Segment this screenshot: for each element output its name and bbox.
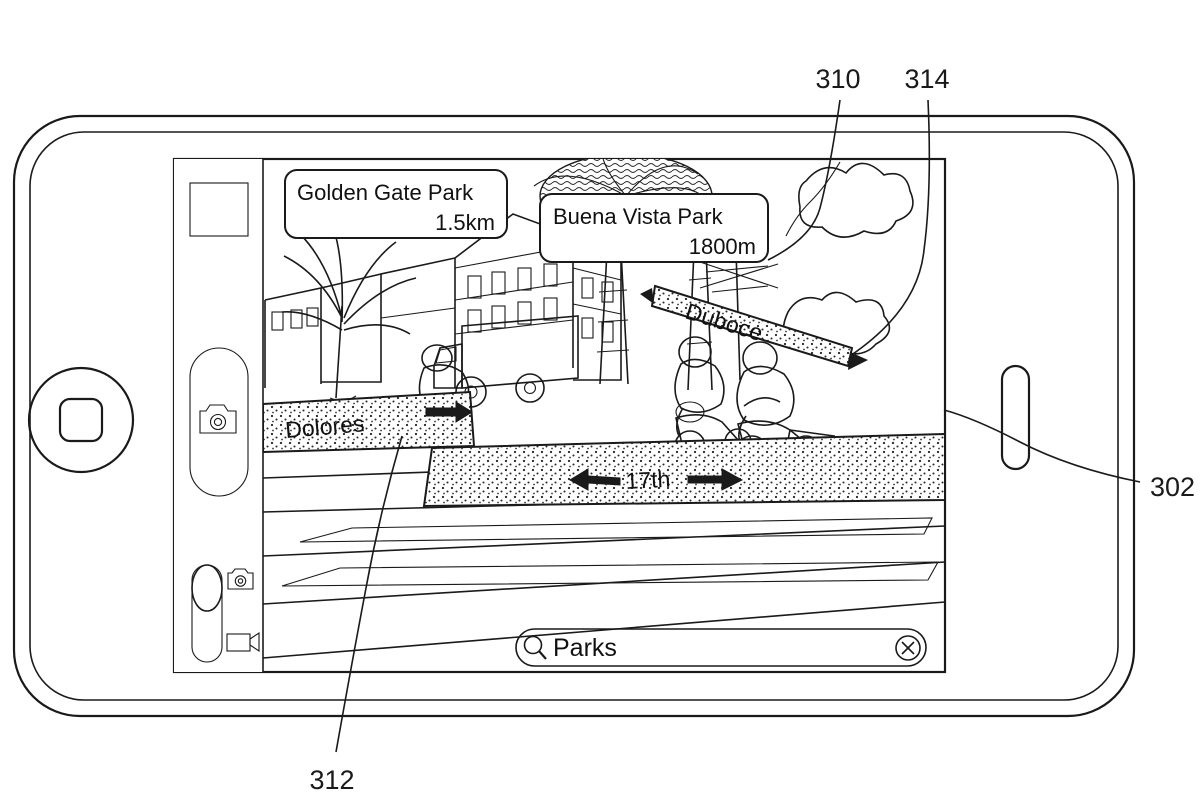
cloud-detail-1 xyxy=(785,161,841,237)
toggle-camera-body xyxy=(227,568,254,590)
rider2-helmet xyxy=(742,341,778,375)
home-button-square xyxy=(58,397,104,443)
magnifier-icon xyxy=(523,635,547,660)
leader-314 xyxy=(849,99,931,357)
pole-wires xyxy=(699,261,779,289)
cloud-upper xyxy=(798,162,914,238)
scooter1-shield xyxy=(675,401,705,423)
roofline-left xyxy=(380,257,456,275)
shutter-button-body xyxy=(189,347,249,497)
clear-x-2 xyxy=(901,641,915,655)
clear-circle xyxy=(895,635,921,661)
buena-vista-title: Buena Vista Park xyxy=(553,204,724,229)
street-overlay-17th[interactable]: 17th xyxy=(422,432,945,508)
toggle-camera-lens-dot xyxy=(237,578,244,584)
video-camera-icon xyxy=(226,631,260,653)
reference-leaders xyxy=(335,99,1141,753)
seventeenth-band xyxy=(422,432,945,508)
search-field[interactable] xyxy=(515,628,927,667)
camera-icon-body xyxy=(199,404,237,434)
truck-wheel-rear xyxy=(515,373,545,403)
device-outer-edge xyxy=(12,114,1136,718)
magnifier-lens xyxy=(523,635,543,655)
callout-buena-vista-park[interactable]: Buena Vista Park 1800m xyxy=(539,193,769,263)
road-edge xyxy=(263,525,945,557)
camera-icon xyxy=(199,404,237,434)
scooter1-body xyxy=(675,414,740,445)
speaker-pill xyxy=(1000,364,1031,471)
camera-viewfinder-scene: Duboce Dolores 17th xyxy=(263,159,945,659)
leader-312 xyxy=(335,435,403,753)
building-left-2-floor xyxy=(380,307,456,319)
camera-icon xyxy=(227,568,254,590)
video-icon-lens xyxy=(249,631,260,653)
callout-golden-gate-park[interactable]: Golden Gate Park 1.5km xyxy=(284,169,508,239)
preview-thumbnail[interactable] xyxy=(189,182,249,237)
rider1-torso xyxy=(674,358,725,413)
home-button-ring xyxy=(27,366,135,474)
buena-vista-distance: 1800m xyxy=(689,234,756,259)
shutter-button[interactable] xyxy=(189,347,249,497)
road-near xyxy=(263,601,945,659)
building-right-floors xyxy=(572,267,622,315)
leader-310 xyxy=(767,99,841,261)
camera-icon-lens-inner xyxy=(213,417,223,427)
reference-numbers: 310 314 302 312 xyxy=(309,64,1195,795)
camera-icon-lens-outer xyxy=(209,413,227,431)
scooter-rider-left xyxy=(674,336,752,462)
duboce-arrow-right xyxy=(848,352,868,370)
crosswalk-stripe-1 xyxy=(299,517,933,543)
golden-gate-callout-box xyxy=(284,169,508,239)
search-value: Parks xyxy=(553,634,617,662)
clear-circle-icon[interactable] xyxy=(895,635,921,661)
ref-num-310: 310 xyxy=(815,64,860,94)
home-button[interactable] xyxy=(27,366,135,474)
photo-video-toggle[interactable] xyxy=(191,564,260,663)
toggle-knob xyxy=(191,564,223,612)
speaker-grille xyxy=(1000,364,1031,471)
ref-num-302: 302 xyxy=(1150,472,1195,502)
palm-frond-ribs xyxy=(533,159,711,237)
dolores-arrow-right xyxy=(425,401,473,423)
truck-wheel-rear-hub xyxy=(523,381,537,395)
building-left-2 xyxy=(320,272,382,383)
seventeenth-label: 17th xyxy=(625,466,671,494)
search-bar[interactable]: Parks xyxy=(515,628,927,667)
duboce-arrow-left xyxy=(640,288,654,304)
crosswalk-stripe-2 xyxy=(281,561,939,587)
ref-num-312: 312 xyxy=(309,765,354,795)
tree-trunk xyxy=(335,305,343,399)
pole-crossarms xyxy=(705,265,769,293)
street-overlay-dolores[interactable]: Dolores xyxy=(263,390,476,454)
truck-windshield xyxy=(435,346,457,364)
magnifier-handle xyxy=(538,650,547,660)
ref-num-314: 314 xyxy=(904,64,949,94)
scooter-rider-right xyxy=(735,341,836,469)
building-left-windows xyxy=(271,307,319,331)
leader-302 xyxy=(943,409,1141,483)
building-windows xyxy=(467,263,558,333)
tree-branches xyxy=(281,229,417,335)
golden-gate-title: Golden Gate Park xyxy=(297,180,474,205)
scooter2-handlebar xyxy=(743,397,781,407)
buena-vista-callout-box xyxy=(539,193,769,263)
skater-head xyxy=(421,344,453,372)
bare-tree xyxy=(281,229,417,402)
toggle-camera-lens xyxy=(234,575,247,587)
rider1-helmet xyxy=(678,336,712,368)
seventeenth-arrow-right xyxy=(687,468,744,491)
seventeenth-arrow-left xyxy=(569,468,621,491)
golden-gate-distance: 1.5km xyxy=(435,210,495,235)
rider2-torso xyxy=(736,365,795,426)
